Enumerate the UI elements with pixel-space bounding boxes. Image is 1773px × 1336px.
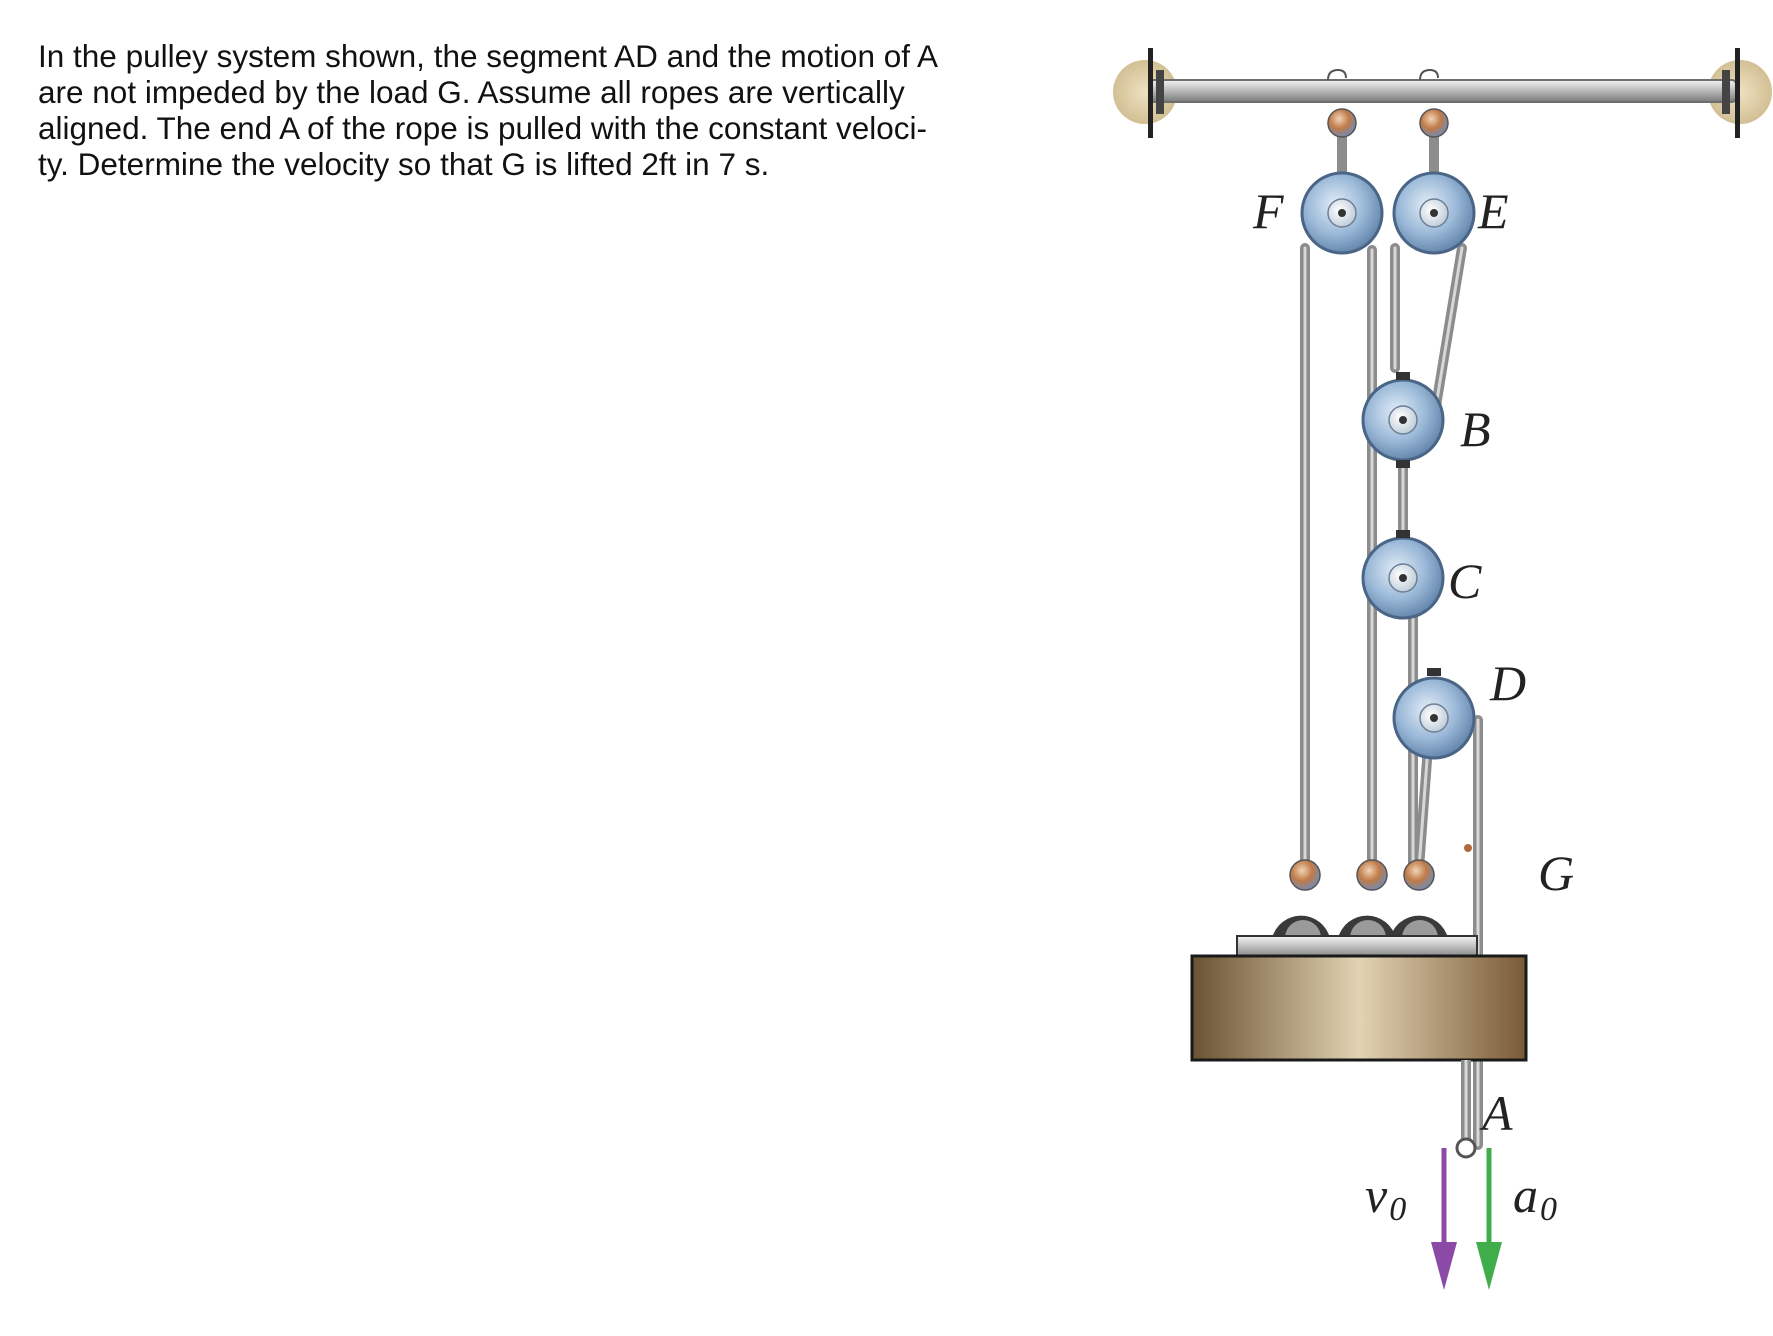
label-a0-main: a [1513,1167,1538,1223]
ceiling-bar [1113,48,1772,138]
ceiling-hangers [1327,108,1449,138]
load-g [1190,935,1528,1062]
problem-line-1: In the pulley system shown, the segment … [38,38,939,74]
pulley-f [1300,171,1384,255]
label-f: F [1252,183,1284,239]
pulley-d [1392,668,1476,760]
label-e: E [1477,183,1509,239]
label-a0-sub: 0 [1540,1191,1557,1228]
label-v0-main: v [1365,1167,1388,1223]
label-b: B [1460,401,1491,457]
label-v0-sub: 0 [1389,1191,1406,1228]
problem-line-2: are not impeded by the load G. Assume al… [38,74,905,110]
label-v0: v0 [1365,1167,1406,1228]
pulley-b [1361,372,1445,468]
problem-statement: In the pulley system shown, the segment … [38,38,1018,182]
pulley-c [1361,530,1445,620]
rope-end-a [1455,1060,1477,1159]
rope-marker [1464,844,1472,852]
label-d: D [1489,655,1526,711]
load-attachments [1272,859,1448,938]
label-g: G [1538,845,1574,901]
pulley-e [1392,171,1476,255]
label-a: A [1479,1085,1513,1141]
problem-line-4: ty. Determine the velocity so that G is … [38,146,770,182]
label-a0: a0 [1513,1167,1557,1228]
velocity-arrow [1431,1148,1457,1290]
label-c: C [1448,553,1482,609]
acceleration-arrow [1476,1148,1502,1290]
problem-line-3: aligned. The end A of the rope is pulled… [38,110,927,146]
